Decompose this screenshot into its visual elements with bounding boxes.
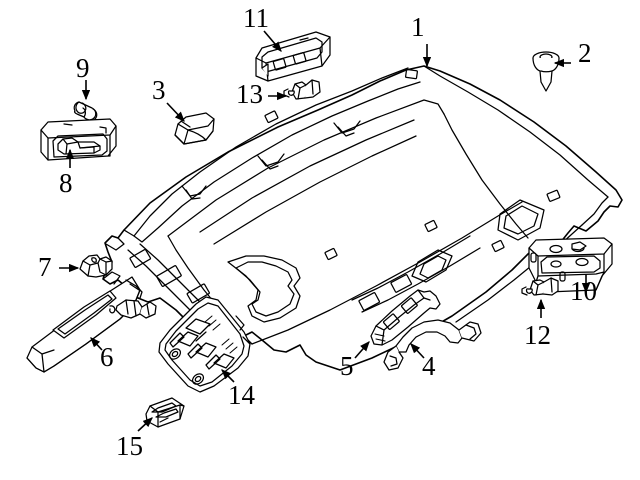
callout-number-5: 5	[340, 351, 354, 381]
part-sun-visor	[26, 276, 157, 373]
part-assist-handle	[383, 319, 482, 371]
part-retainer-clip	[532, 51, 560, 92]
callout-number-9: 9	[76, 53, 90, 83]
arrow-15	[137, 417, 153, 432]
callout-number-7: 7	[38, 252, 52, 282]
callout-number-10: 10	[570, 276, 597, 306]
callout-number-13: 13	[236, 79, 263, 109]
callout-number-15: 15	[116, 431, 143, 461]
arrow-11	[263, 30, 282, 52]
arrow-4	[410, 343, 425, 359]
part-assist-handle-front	[370, 289, 441, 346]
arrow-5	[354, 341, 370, 359]
part-console-switch-trim	[145, 397, 185, 428]
part-dome-lamp-bulb	[73, 101, 98, 121]
callout-number-14: 14	[228, 380, 255, 410]
arrow-3	[166, 102, 185, 122]
arrow-14	[221, 369, 235, 383]
part-overhead-console	[158, 296, 251, 393]
callout-number-1: 1	[411, 12, 425, 42]
part-microphone-sensor	[283, 79, 321, 100]
part-sun-visor-clip	[79, 254, 113, 278]
arrow-6	[90, 337, 103, 351]
part-headliner	[102, 65, 623, 371]
callout-number-12: 12	[524, 320, 551, 350]
callout-arrows	[59, 30, 591, 432]
part-dome-lamp-lens	[40, 118, 117, 161]
callout-number-6: 6	[100, 342, 114, 372]
callout-number-2: 2	[578, 38, 592, 68]
part-front-reading-lamp	[255, 31, 331, 82]
callout-number-8: 8	[59, 168, 73, 198]
part-lamp-bulb-socket	[521, 277, 559, 296]
callout-number-4: 4	[422, 351, 436, 381]
callout-number-3: 3	[152, 75, 166, 105]
callout-number-11: 11	[243, 3, 269, 33]
